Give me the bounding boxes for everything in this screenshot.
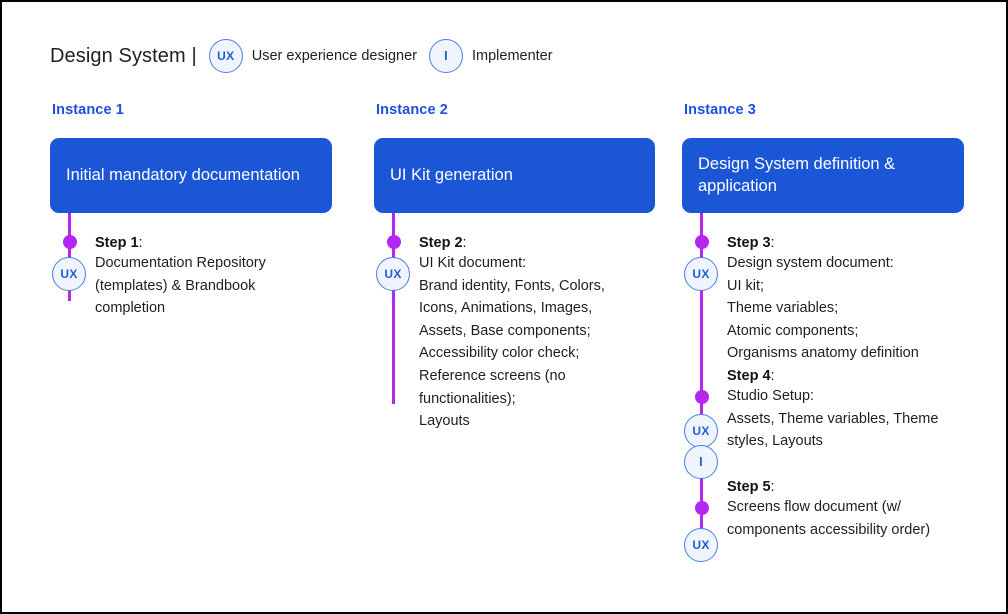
instance-label-3: Instance 3 bbox=[684, 102, 756, 118]
step-2-colon: : bbox=[462, 235, 467, 251]
timeline-dot-step-4 bbox=[694, 390, 709, 404]
step-5-colon: : bbox=[770, 479, 775, 495]
legend-item-implementer: I Implementer bbox=[428, 39, 553, 73]
instance-box-3: Design System definition & application bbox=[682, 138, 964, 213]
step-1-colon: : bbox=[138, 235, 143, 251]
ux-role-icon: UX bbox=[684, 414, 718, 448]
step-4-colon: : bbox=[770, 368, 775, 384]
timeline-rail-2 bbox=[392, 213, 395, 404]
step-1-body: Documentation Repository (templates) & B… bbox=[95, 255, 266, 317]
timeline-badge-step-5: UX bbox=[684, 528, 718, 562]
instance-box-2: UI Kit generation bbox=[374, 138, 655, 213]
legend-label-implementer: Implementer bbox=[471, 48, 553, 64]
step-4: Step 4: Studio Setup: Assets, Theme vari… bbox=[727, 368, 982, 453]
timeline-dot-step-5 bbox=[694, 501, 709, 515]
step-3-title: Step 3: bbox=[727, 235, 982, 251]
step-5-body: Screens flow document (w/ components acc… bbox=[727, 499, 931, 538]
timeline-dot-step-1 bbox=[62, 235, 77, 249]
step-3-title-text: Step 3 bbox=[727, 235, 771, 251]
timeline-dot-step-3 bbox=[694, 235, 709, 249]
step-3-body: Design system document: UI kit; Theme va… bbox=[727, 255, 919, 362]
instance-box-title-3: Design System definition & application bbox=[698, 154, 896, 195]
step-1-title: Step 1: bbox=[95, 235, 350, 251]
step-2: Step 2: UI Kit document: Brand identity,… bbox=[419, 235, 674, 433]
step-4-title-text: Step 4 bbox=[727, 368, 771, 384]
step-1: Step 1: Documentation Repository (templa… bbox=[95, 235, 350, 320]
ux-role-icon: UX bbox=[684, 257, 718, 291]
timeline-3: UX Step 3: Design system document: UI ki… bbox=[682, 213, 982, 583]
instance-label-1: Instance 1 bbox=[52, 102, 124, 118]
step-2-title: Step 2: bbox=[419, 235, 674, 251]
step-3: Step 3: Design system document: UI kit; … bbox=[727, 235, 982, 365]
instance-label-2: Instance 2 bbox=[376, 102, 448, 118]
legend-label-ux: User experience designer bbox=[251, 48, 417, 64]
timeline-2: UX Step 2: UI Kit document: Brand identi… bbox=[374, 213, 674, 453]
timeline-badge-step-2: UX bbox=[376, 257, 410, 291]
timeline-badge-step-1: UX bbox=[52, 257, 86, 291]
step-4-title: Step 4: bbox=[727, 368, 982, 384]
timeline-dot-step-2 bbox=[386, 235, 401, 249]
instance-box-title-1: Initial mandatory documentation bbox=[66, 165, 300, 184]
page-title: Design System | bbox=[50, 44, 197, 67]
instance-box-1: Initial mandatory documentation bbox=[50, 138, 332, 213]
step-3-colon: : bbox=[770, 235, 775, 251]
ux-role-icon: UX bbox=[208, 39, 243, 73]
step-2-title-text: Step 2 bbox=[419, 235, 463, 251]
legend-item-ux: UX User experience designer bbox=[208, 39, 417, 73]
timeline-1: UX Step 1: Documentation Repository (tem… bbox=[50, 213, 350, 413]
step-5-title-text: Step 5 bbox=[727, 479, 771, 495]
step-1-title-text: Step 1 bbox=[95, 235, 139, 251]
step-4-body: Studio Setup: Assets, Theme variables, T… bbox=[727, 388, 939, 450]
timeline-badge-step-4-implementer: I bbox=[684, 445, 718, 479]
step-5-title: Step 5: bbox=[727, 479, 982, 495]
step-5: Step 5: Screens flow document (w/ compon… bbox=[727, 479, 982, 541]
instance-box-title-2: UI Kit generation bbox=[390, 165, 513, 184]
header: Design System | UX User experience desig… bbox=[50, 36, 553, 76]
instance-column-2: Instance 2 UI Kit generation UX Step 2: … bbox=[374, 102, 674, 453]
ux-role-icon: UX bbox=[684, 528, 718, 562]
ux-role-icon: UX bbox=[376, 257, 410, 291]
timeline-rail-3 bbox=[700, 213, 703, 553]
ux-role-icon: UX bbox=[52, 257, 86, 291]
instance-column-3: Instance 3 Design System definition & ap… bbox=[682, 102, 982, 583]
timeline-badge-step-4-ux: UX bbox=[684, 414, 718, 448]
timeline-badge-step-3: UX bbox=[684, 257, 718, 291]
step-2-body: UI Kit document: Brand identity, Fonts, … bbox=[419, 255, 605, 430]
implementer-role-icon: I bbox=[428, 39, 463, 73]
implementer-role-icon: I bbox=[684, 445, 718, 479]
instance-column-1: Instance 1 Initial mandatory documentati… bbox=[50, 102, 350, 413]
